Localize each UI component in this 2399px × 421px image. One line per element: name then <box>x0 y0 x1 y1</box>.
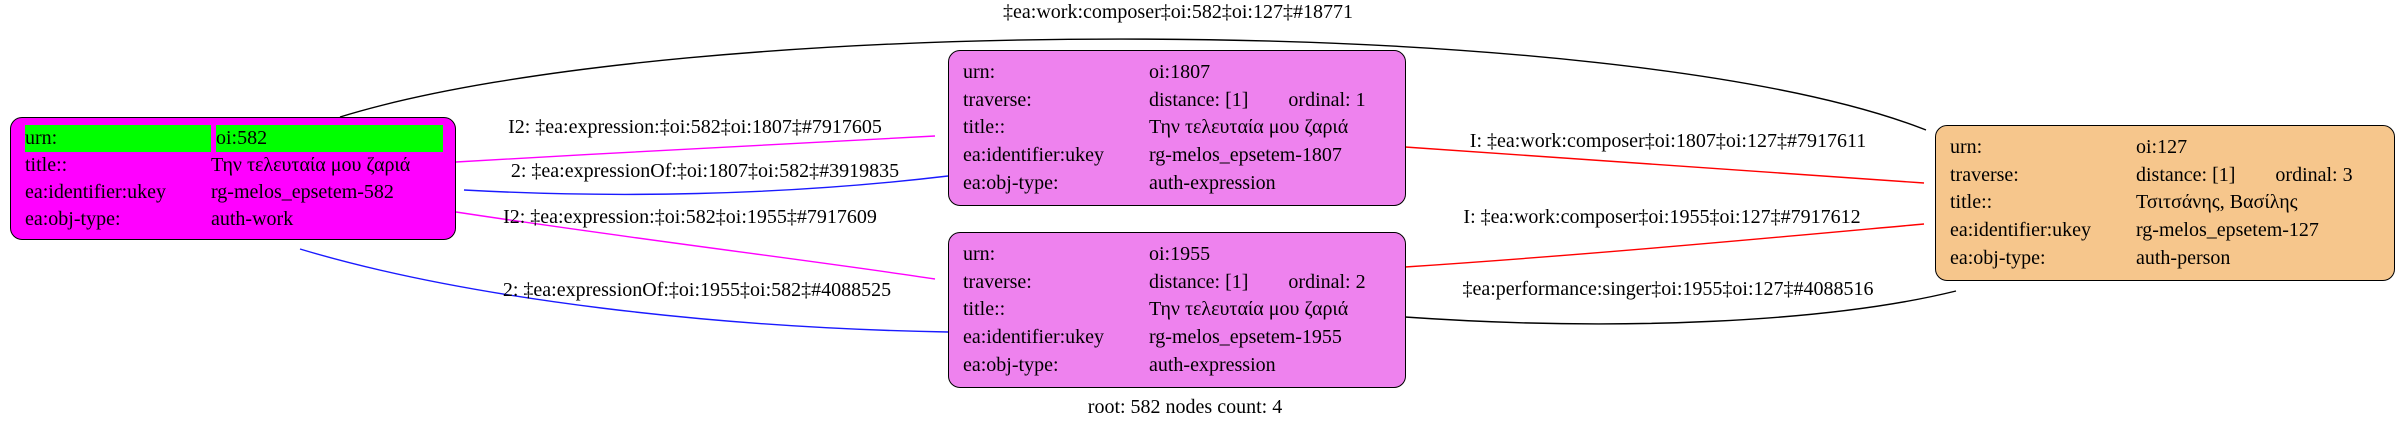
node-row-urn: urn: oi:127 <box>1950 134 2382 161</box>
edge-expressionOf-1955-582 <box>299 248 949 333</box>
row-key: urn: <box>1950 135 1983 158</box>
node-row-traverse: traverse: distance: [1] ordinal: 3 <box>1950 162 2382 189</box>
row-value: oi:1807 <box>1149 60 1211 83</box>
node-row-identifier: ea:identifier:ukey rg-melos_epsetem-127 <box>1950 217 2382 244</box>
row-value: Την τελευταία μου ζαριά <box>1149 298 1349 321</box>
edge-expression-582-1955 <box>455 211 936 280</box>
edge-label-expressionOf-1955-582: 2: ‡ea:expressionOf:‡oi:1955‡oi:582‡#408… <box>502 279 892 301</box>
row-key: urn: <box>963 60 996 83</box>
node-row-identifier: ea:identifier:ukey rg-melos_epsetem-582 <box>25 179 443 206</box>
edge-label-performance-singer-1955-127: ‡ea:performance:singer‡oi:1955‡oi:127‡#4… <box>1462 278 1874 300</box>
graph-node-oi-127: urn: oi:127 traverse: distance: [1] ordi… <box>1935 125 2395 281</box>
row-key: title:: <box>25 154 68 176</box>
edge-expressionOf-1807-582 <box>463 175 949 196</box>
graph-node-oi-1955: urn: oi:1955 traverse: distance: [1] ord… <box>948 232 1406 388</box>
row-key: traverse: <box>963 88 1032 111</box>
row-key: title:: <box>963 116 1006 139</box>
row-key: ea:obj-type: <box>963 172 1059 195</box>
node-row-identifier: ea:identifier:ukey rg-melos_epsetem-1807 <box>963 142 1393 169</box>
row-value: auth-work <box>211 208 294 230</box>
graph-caption: root: 582 nodes count: 4 <box>1087 396 1283 418</box>
row-key: traverse: <box>1950 163 2019 186</box>
graph-node-oi-1807: urn: oi:1807 traverse: distance: [1] ord… <box>948 50 1406 206</box>
row-value: Τσιτσάνης, Βασίλης <box>2136 191 2298 214</box>
edge-label-work-composer-582-127: ‡ea:work:composer‡oi:582‡oi:127‡#18771 <box>1003 1 1353 23</box>
row-value-distance: distance: [1] <box>2136 163 2236 186</box>
node-row-objtype: ea:obj-type: auth-work <box>25 206 443 233</box>
row-key: ea:obj-type: <box>1950 247 2046 270</box>
row-value: auth-person <box>2136 247 2231 270</box>
row-value: Την τελευταία μου ζαριά <box>211 154 411 176</box>
row-key: ea:identifier:ukey <box>1950 219 2092 242</box>
row-value: rg-melos_epsetem-1955 <box>1149 326 1342 349</box>
graph-node-oi-582: urn: oi:582 title:: Την τελευταία μου ζα… <box>10 117 456 240</box>
edge-work-composer-582-127 <box>339 38 1927 131</box>
row-value: oi:127 <box>2136 135 2188 158</box>
node-row-urn: urn: oi:1807 <box>963 59 1393 86</box>
row-value-distance: distance: [1] <box>1149 270 1249 293</box>
node-row-identifier: ea:identifier:ukey rg-melos_epsetem-1955 <box>963 324 1393 351</box>
row-key: traverse: <box>963 270 1032 293</box>
row-key: ea:obj-type: <box>963 354 1059 377</box>
row-key: title:: <box>1950 191 1993 214</box>
edge-label-work-composer-1955-127: I: ‡ea:work:composer‡oi:1955‡oi:127‡#791… <box>1463 206 1861 228</box>
node-row-title: title:: Την τελευταία μου ζαριά <box>963 296 1393 323</box>
node-row-objtype: ea:obj-type: auth-expression <box>963 352 1393 379</box>
node-row-urn: urn: oi:582 <box>25 125 443 152</box>
edge-expression-582-1807 <box>455 135 936 163</box>
node-row-objtype: ea:obj-type: auth-expression <box>963 170 1393 197</box>
node-row-objtype: ea:obj-type: auth-person <box>1950 245 2382 272</box>
row-key: urn: <box>963 242 996 265</box>
row-key: ea:identifier:ukey <box>963 326 1105 349</box>
row-value: rg-melos_epsetem-1807 <box>1149 144 1342 167</box>
row-key: urn: <box>25 125 211 152</box>
row-value: rg-melos_epsetem-127 <box>2136 219 2319 242</box>
row-value: auth-expression <box>1149 354 1276 377</box>
edge-label-expression-582-1955: I2: ‡ea:expression:‡oi:582‡oi:1955‡#7917… <box>503 206 877 228</box>
node-row-title: title:: Την τελευταία μου ζαριά <box>963 114 1393 141</box>
edge-label-expressionOf-1807-582: 2: ‡ea:expressionOf:‡oi:1807‡oi:582‡#391… <box>510 160 900 182</box>
row-value-distance: distance: [1] <box>1149 88 1249 111</box>
row-value: Την τελευταία μου ζαριά <box>1149 116 1349 139</box>
row-value-ordinal: ordinal: 1 <box>1288 88 1366 111</box>
node-row-traverse: traverse: distance: [1] ordinal: 1 <box>963 87 1393 114</box>
node-row-traverse: traverse: distance: [1] ordinal: 2 <box>963 269 1393 296</box>
edge-work-composer-1955-127 <box>1404 223 1925 268</box>
row-value: oi:582 <box>216 127 268 149</box>
row-key: ea:identifier:ukey <box>25 181 167 203</box>
row-key: ea:identifier:ukey <box>963 144 1105 167</box>
row-value-ordinal: ordinal: 3 <box>2275 163 2353 186</box>
edge-label-work-composer-1807-127: I: ‡ea:work:composer‡oi:1807‡oi:127‡#791… <box>1469 130 1867 152</box>
row-value: rg-melos_epsetem-582 <box>211 181 394 203</box>
node-row-urn: urn: oi:1955 <box>963 241 1393 268</box>
node-row-title: title:: Τσιτσάνης, Βασίλης <box>1950 189 2382 216</box>
row-value-ordinal: ordinal: 2 <box>1288 270 1366 293</box>
row-key: ea:obj-type: <box>25 208 121 230</box>
row-value: auth-expression <box>1149 172 1276 195</box>
row-value: oi:1955 <box>1149 242 1211 265</box>
row-key: title:: <box>963 298 1006 321</box>
edge-work-composer-1807-127 <box>1404 146 1925 184</box>
edge-label-expression-582-1807: I2: ‡ea:expression:‡oi:582‡oi:1807‡#7917… <box>508 116 882 138</box>
node-row-title: title:: Την τελευταία μου ζαριά <box>25 152 443 179</box>
edge-performance-singer-1955-127 <box>1404 290 1957 325</box>
